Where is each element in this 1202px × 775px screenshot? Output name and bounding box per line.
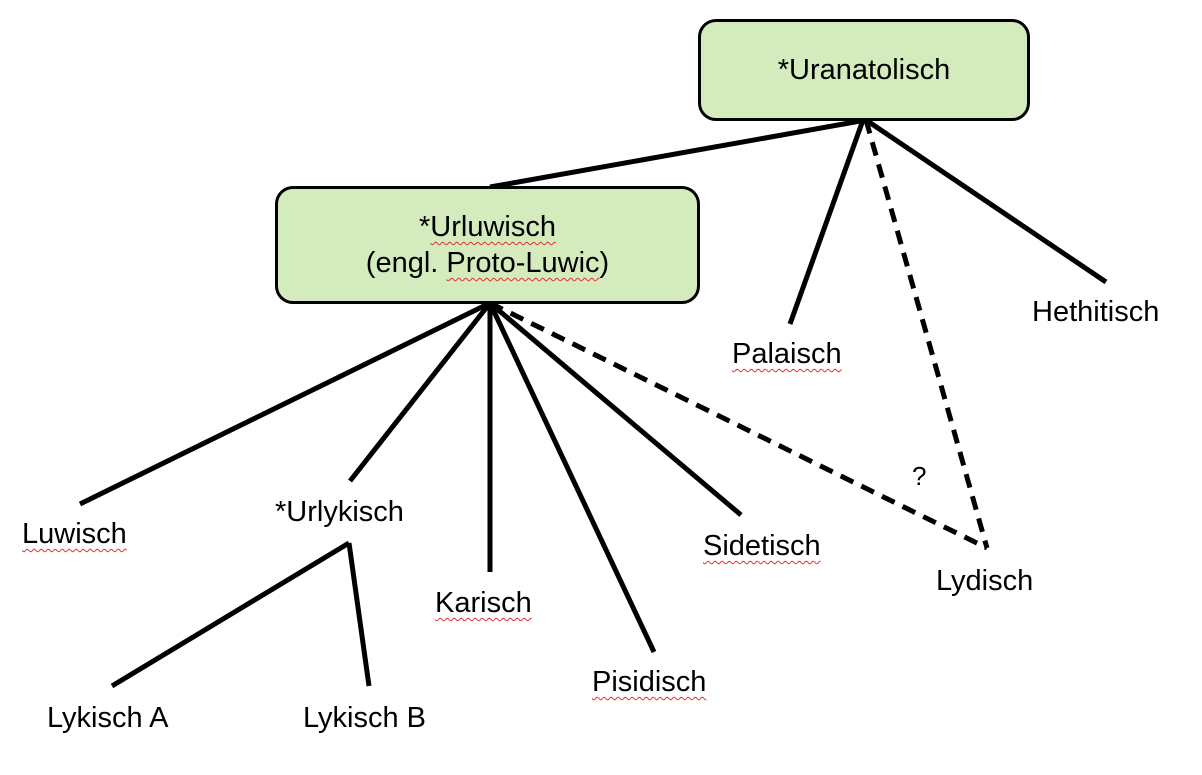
- node-lykisch-b: Lykisch B: [303, 702, 427, 734]
- node-lydisch: Lydisch: [936, 565, 1034, 597]
- node-lykisch-a: Lykisch A: [47, 702, 169, 734]
- edge-urluwisch-luwisch: [78, 300, 492, 507]
- node-uranatolisch: *Uranatolisch: [698, 19, 1030, 121]
- node-urluwisch-subtitle: (engl. Proto-Luwic): [365, 247, 610, 279]
- edge-urlykisch-lykisch-a: [110, 540, 351, 689]
- node-luwisch: Luwisch: [22, 518, 127, 550]
- node-pisidisch: Pisidisch: [592, 666, 707, 698]
- uncertain-marker: ?: [912, 461, 927, 491]
- edge-urlykisch-lykisch-b: [346, 542, 372, 687]
- node-urluwisch: *Urluwisch (engl. Proto-Luwic): [275, 186, 700, 304]
- edge-urluwisch-urlykisch: [348, 301, 492, 483]
- edge-urluwisch-sidetisch: [488, 301, 743, 517]
- node-sidetisch: Sidetisch: [703, 530, 821, 562]
- node-karisch: Karisch: [435, 587, 532, 619]
- node-hethitisch: Hethitisch: [1032, 296, 1160, 328]
- node-urluwisch-title: *Urluwisch: [419, 210, 556, 243]
- node-palaisch: Palaisch: [732, 338, 842, 370]
- edge-uranatolisch-urluwisch: [489, 117, 867, 190]
- edge-uranatolisch-palaisch: [787, 119, 866, 325]
- edge-urluwisch-lydisch: [488, 300, 989, 551]
- node-uranatolisch-label: *Uranatolisch: [777, 53, 951, 86]
- node-urlykisch: *Urlykisch: [275, 496, 404, 528]
- edge-uranatolisch-hethitisch: [864, 117, 1108, 285]
- edge-uranatolisch-lydisch: [863, 119, 990, 549]
- edge-urluwisch-pisidisch: [487, 301, 657, 654]
